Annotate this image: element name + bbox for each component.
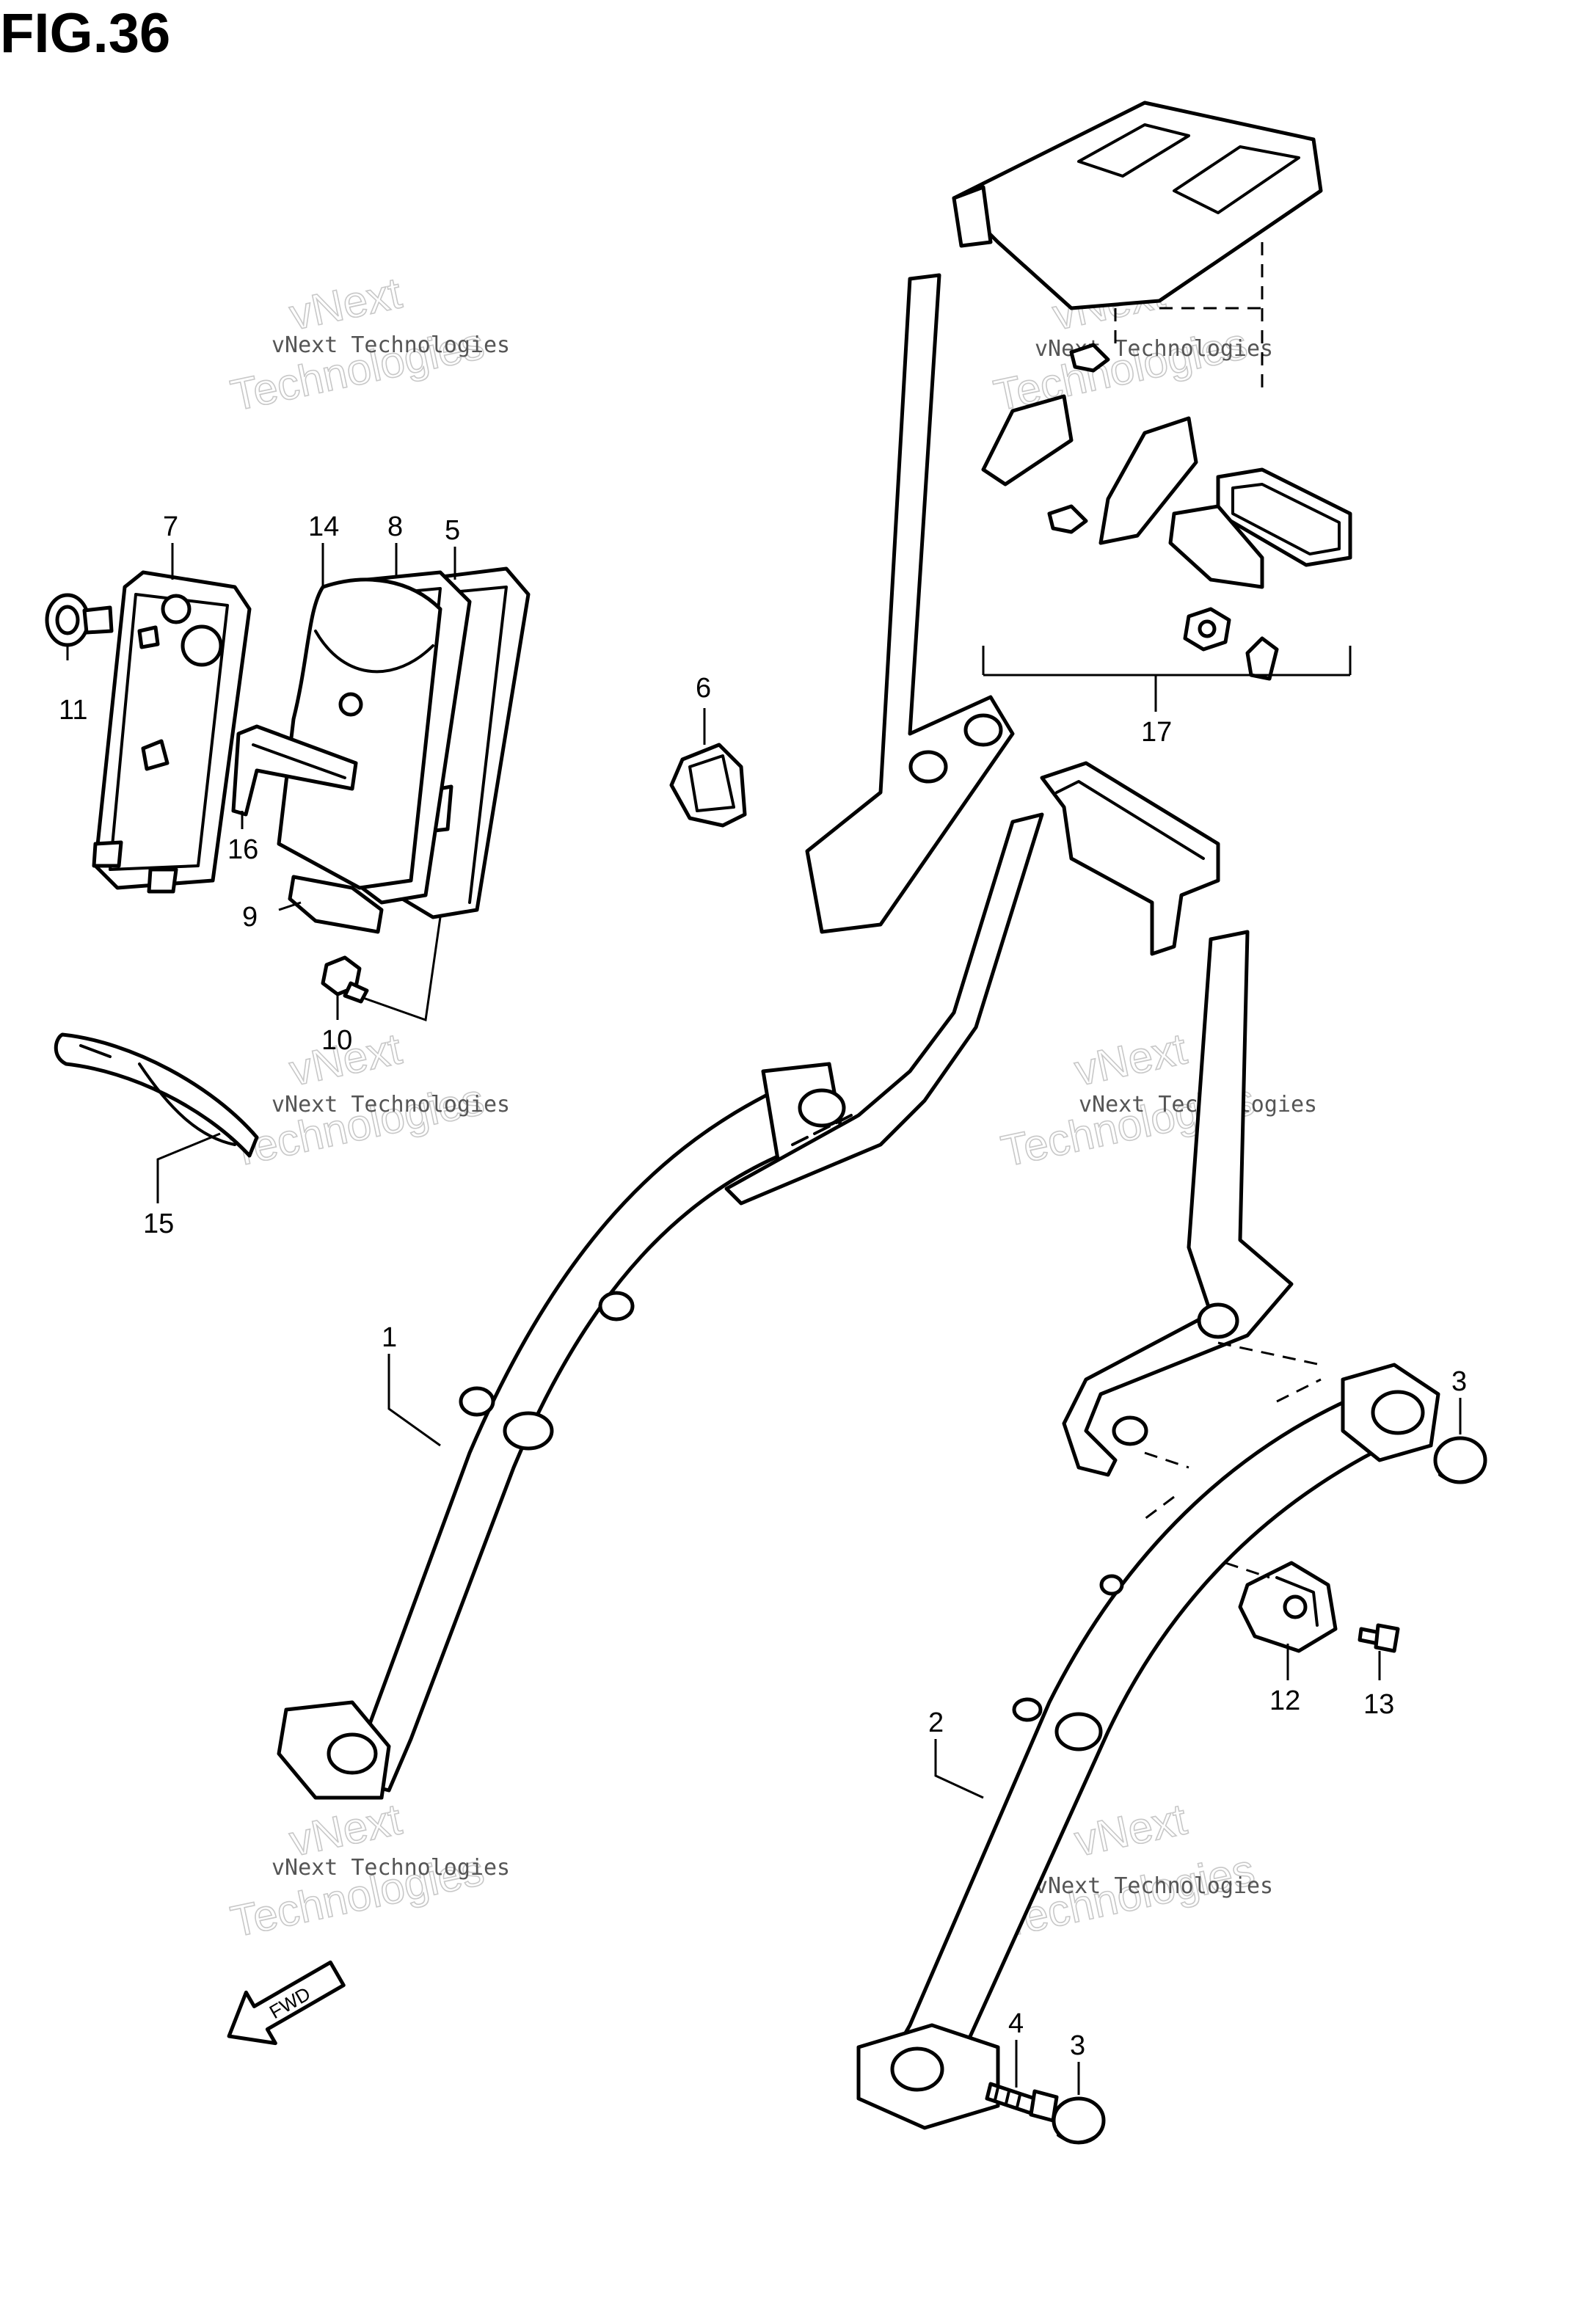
callout-15: 15: [143, 1208, 174, 1239]
watermark-mid-right: vNext Technologies vNext Technologies: [996, 1023, 1317, 1176]
callout-3-upper: 3: [1451, 1366, 1467, 1397]
part-7-panel: [92, 570, 252, 894]
part-9-cushion-pad: [288, 875, 384, 934]
part-11-grommet: [45, 593, 114, 647]
part-3-cap-upper: [1433, 1436, 1487, 1484]
watermark-top-left: vNext Technologies vNext Technologies: [226, 267, 510, 420]
part-10-bolt: [321, 955, 369, 1004]
part-4-bolt: [985, 2082, 1059, 2123]
callout-4: 4: [1008, 2008, 1024, 2039]
forward-arrow-icon: FWD: [227, 1960, 346, 2046]
watermark-bottom-left: vNext Technologies vNext Technologies: [226, 1793, 510, 1947]
callout-2: 2: [928, 1707, 944, 1738]
callout-14: 14: [308, 511, 339, 542]
part-15-strap: [54, 1032, 259, 1158]
callout-12: 12: [1269, 1685, 1300, 1716]
callout-13: 13: [1363, 1689, 1394, 1720]
svg-text:vNext: vNext: [1071, 1794, 1191, 1865]
callout-8: 8: [387, 511, 403, 542]
svg-text:vNext: vNext: [285, 268, 406, 339]
leader-lines: [66, 543, 1462, 2095]
part-14-battery-holder: [277, 577, 442, 890]
callout-1: 1: [382, 1322, 397, 1353]
part-12-bracket: [1238, 1561, 1338, 1653]
svg-text:vNext: vNext: [1071, 1024, 1191, 1095]
part-17-rear-carrier: [805, 101, 1352, 934]
callout-7: 7: [163, 511, 178, 542]
svg-text:vNext Technologies: vNext Technologies: [272, 1855, 510, 1881]
part-2-frame-tube-right: [856, 1363, 1440, 2130]
grab-handle-assembly: [724, 761, 1322, 1579]
part-3-cap-lower: [1052, 2096, 1106, 2145]
callout-16: 16: [227, 834, 258, 865]
callout-10: 10: [321, 1025, 352, 1056]
part-6-clamp: [669, 743, 747, 828]
part-16-band: [231, 724, 358, 817]
figure-title: FIG.36: [0, 2, 171, 65]
callout-11: 11: [59, 695, 87, 726]
callout-9: 9: [242, 902, 258, 933]
callout-17: 17: [1141, 717, 1172, 748]
watermark-mid-left: vNext Technologies vNext Technologies: [226, 1023, 510, 1176]
svg-text:Technologies: Technologies: [227, 1074, 489, 1175]
callout-6: 6: [696, 673, 711, 704]
svg-text:vNext Technologies: vNext Technologies: [1035, 1873, 1273, 1899]
part-13-screw: [1358, 1623, 1400, 1653]
callout-3-lower: 3: [1070, 2030, 1085, 2061]
svg-text:vNext Technologies: vNext Technologies: [272, 332, 510, 358]
svg-text:vNext Technologies: vNext Technologies: [1035, 336, 1273, 362]
svg-text:vNext Technologies: vNext Technologies: [272, 1092, 510, 1118]
callout-5: 5: [445, 515, 460, 546]
